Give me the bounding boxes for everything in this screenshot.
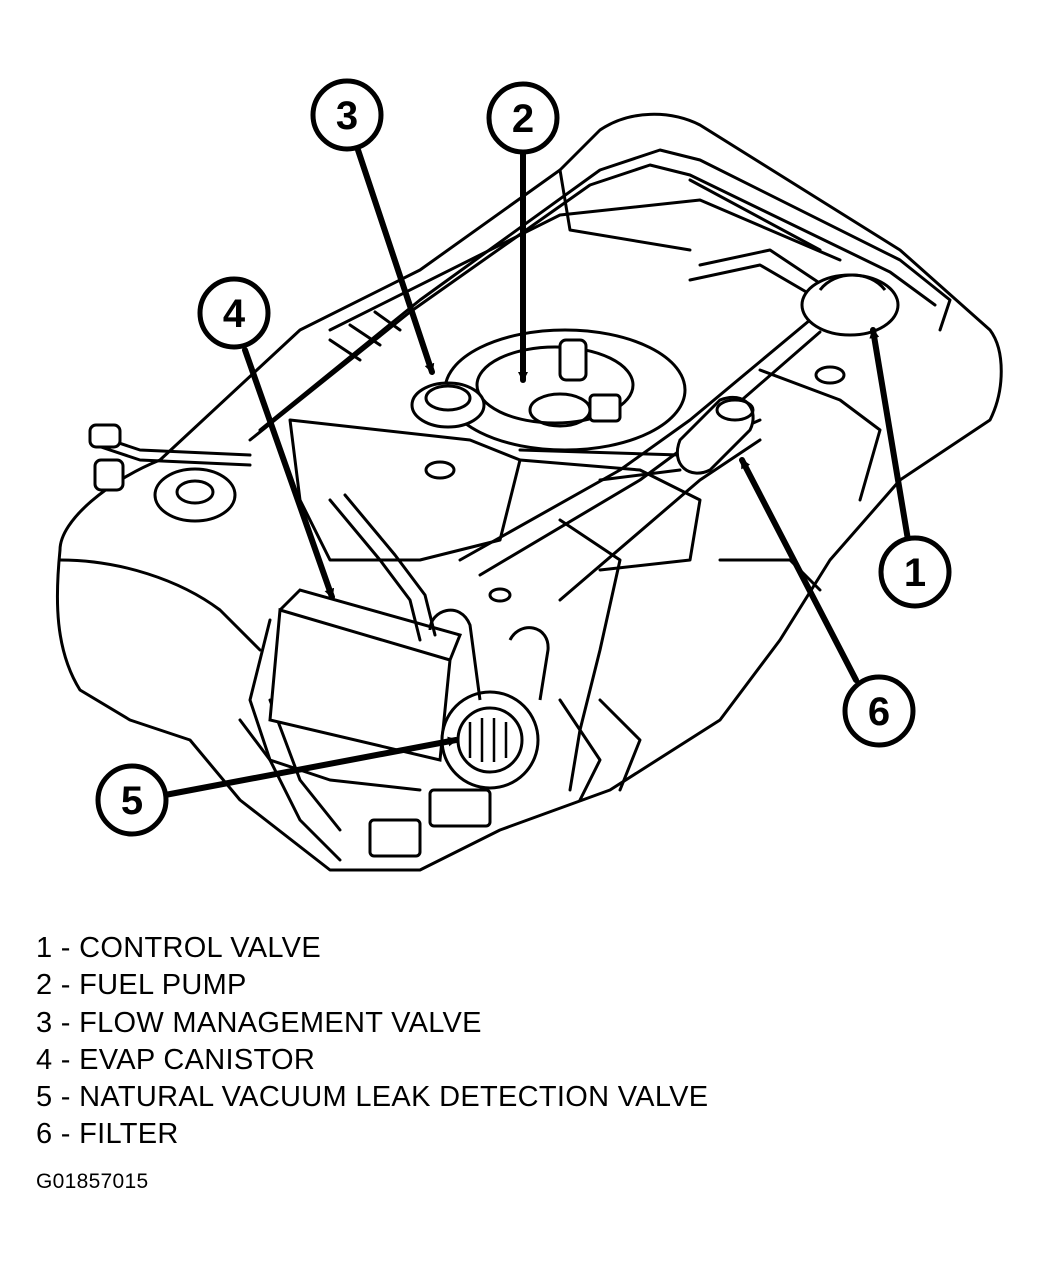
callout-5-leader (162, 736, 459, 798)
callout-3: 3 (310, 78, 384, 152)
figure-id: G01857015 (36, 1170, 149, 1193)
legend-item-6: 6 - FILTER (36, 1118, 179, 1151)
callout-2: 2 (486, 81, 560, 155)
legend-item-4: 4 - EVAP CANISTOR (36, 1043, 316, 1076)
callout-6: 6 (842, 674, 916, 748)
components (88, 273, 900, 858)
callout-1: 1 (878, 535, 952, 609)
legend-item-1: 1 - CONTROL VALVE (36, 932, 321, 964)
legend-list: 1 - CONTROL VALVE 2 - FUEL PUMP 3 - FLOW… (36, 930, 708, 1154)
evap-canister (268, 608, 452, 762)
svg-text:2: 2 (512, 97, 534, 141)
callout-3-leader (355, 147, 435, 375)
fuel-tank-illustration (55, 112, 1003, 872)
flow-management-valve (410, 381, 486, 429)
legend-item-5: 5 - NATURAL VACUUM LEAK DETECTION VALVE (36, 1081, 709, 1114)
control-valve (800, 273, 900, 337)
fuel-lines (93, 148, 952, 792)
svg-text:3: 3 (336, 94, 358, 138)
svg-text:1: 1 (904, 551, 926, 595)
fuel-filler-cap (153, 467, 237, 523)
svg-text:4: 4 (223, 292, 246, 336)
svg-text:5: 5 (121, 779, 143, 823)
fuel-tank-evap-diagram: 1 2 3 4 5 6 (55, 78, 1003, 872)
callout-6-leader (739, 457, 859, 683)
svg-text:6: 6 (868, 690, 890, 734)
callout-4: 4 (197, 276, 271, 350)
legend-item-2: 2 - FUEL PUMP (36, 969, 247, 1002)
fuel-tank-body (55, 112, 1003, 872)
callout-5: 5 (95, 763, 169, 837)
legend-item-3: 3 - FLOW MANAGEMENT VALVE (36, 1006, 482, 1039)
callout-leaders (162, 147, 911, 798)
filter (675, 395, 755, 475)
callout-4-leader (242, 347, 335, 600)
callout-bubbles: 1 2 3 4 5 6 (95, 78, 952, 837)
callout-1-leader (869, 327, 911, 543)
